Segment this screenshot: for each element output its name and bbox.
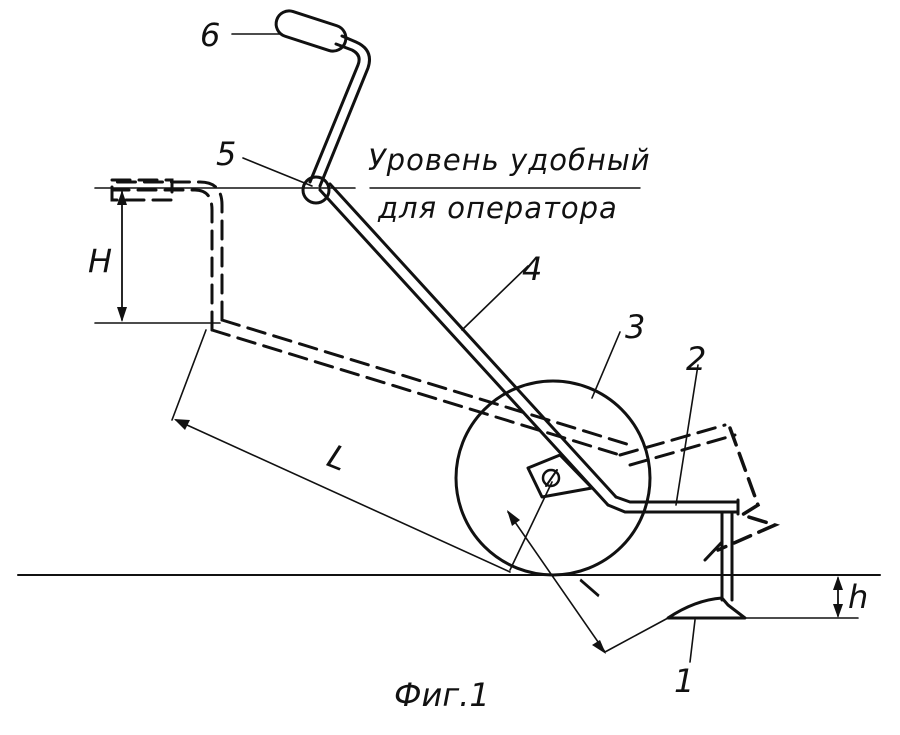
handle-bar-solid [318, 182, 740, 516]
label-part-1: 1 [674, 662, 694, 700]
dimension-h [744, 576, 859, 619]
label-part-4: 4 [522, 250, 542, 288]
label-part-5: 5 [216, 135, 236, 173]
label-dim-L: L [322, 437, 353, 479]
axle-bracket [526, 453, 594, 499]
label-dim-l: l [572, 575, 609, 602]
label-part-2: 2 [686, 340, 706, 378]
handle-dashed-position [110, 178, 781, 552]
annotation-line-1: Уровень удобный [368, 143, 651, 177]
annotation-line-2: для оператора [377, 191, 618, 225]
label-part-3: 3 [625, 308, 645, 346]
dimension-L [171, 329, 511, 573]
handle-grip [274, 9, 371, 188]
label-dim-h: h [848, 578, 868, 616]
wheel-circle [454, 379, 652, 577]
dimension-H [117, 190, 127, 322]
dimension-l [507, 481, 669, 654]
leader-lines [231, 33, 699, 663]
label-part-6: 6 [200, 16, 220, 54]
figure-caption: Фиг.1 [394, 676, 490, 714]
label-dim-H: H [88, 242, 112, 280]
plough-share [666, 510, 747, 620]
hinge-circle [301, 175, 331, 205]
